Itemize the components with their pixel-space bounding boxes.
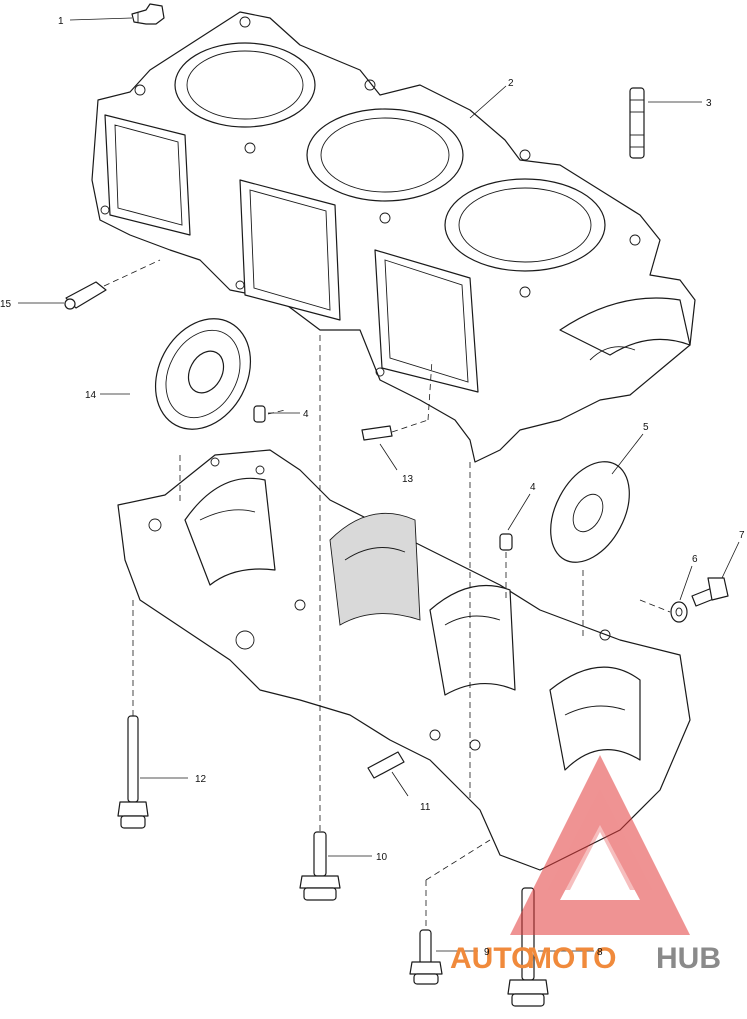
part-pin-11 <box>367 751 405 779</box>
callout-1: 1 <box>58 16 64 27</box>
callout-9: 9 <box>484 947 490 958</box>
callout-10: 10 <box>376 852 388 863</box>
callout-7: 7 <box>739 530 745 541</box>
part-washer <box>670 601 688 623</box>
callout-2: 2 <box>508 78 514 89</box>
part-bolt-10 <box>299 831 341 901</box>
alignment-lines <box>103 259 671 930</box>
callout-3: 3 <box>706 98 712 109</box>
part-hose-fitting <box>64 281 107 310</box>
callout-13: 13 <box>402 474 414 485</box>
part-thrust-washer <box>550 461 630 563</box>
leader-lines <box>18 17 740 952</box>
part-dowel-pin-lower <box>499 533 513 551</box>
watermark-text-auto: AUTO <box>450 942 534 975</box>
watermark-text-moto: MOTO <box>527 942 616 975</box>
part-stud <box>629 87 645 159</box>
part-pin <box>361 425 393 441</box>
part-bolt-9 <box>409 929 443 985</box>
callout-11: 11 <box>420 802 431 813</box>
part-elbow-fitting <box>131 3 165 25</box>
part-long-bolt-12 <box>117 715 149 829</box>
callout-labels: 1 2 3 4 4 5 6 7 8 9 10 11 12 13 14 15 <box>0 16 745 958</box>
part-flange-bolt <box>691 577 729 607</box>
part-oil-seal <box>154 318 252 430</box>
callout-4-lower: 4 <box>530 482 536 493</box>
callout-4-upper: 4 <box>303 409 309 420</box>
watermark-logo-icon <box>510 755 690 935</box>
lower-crankcase <box>117 449 691 871</box>
part-dowel-pin-upper <box>253 405 266 423</box>
callout-6: 6 <box>692 554 698 565</box>
watermark-text-hub: HUB <box>656 942 721 975</box>
upper-crankcase <box>91 11 696 463</box>
callout-12: 12 <box>195 774 207 785</box>
callout-15: 15 <box>0 299 12 310</box>
callout-14: 14 <box>85 390 97 401</box>
callout-8: 8 <box>597 947 603 958</box>
callout-5: 5 <box>643 422 649 433</box>
